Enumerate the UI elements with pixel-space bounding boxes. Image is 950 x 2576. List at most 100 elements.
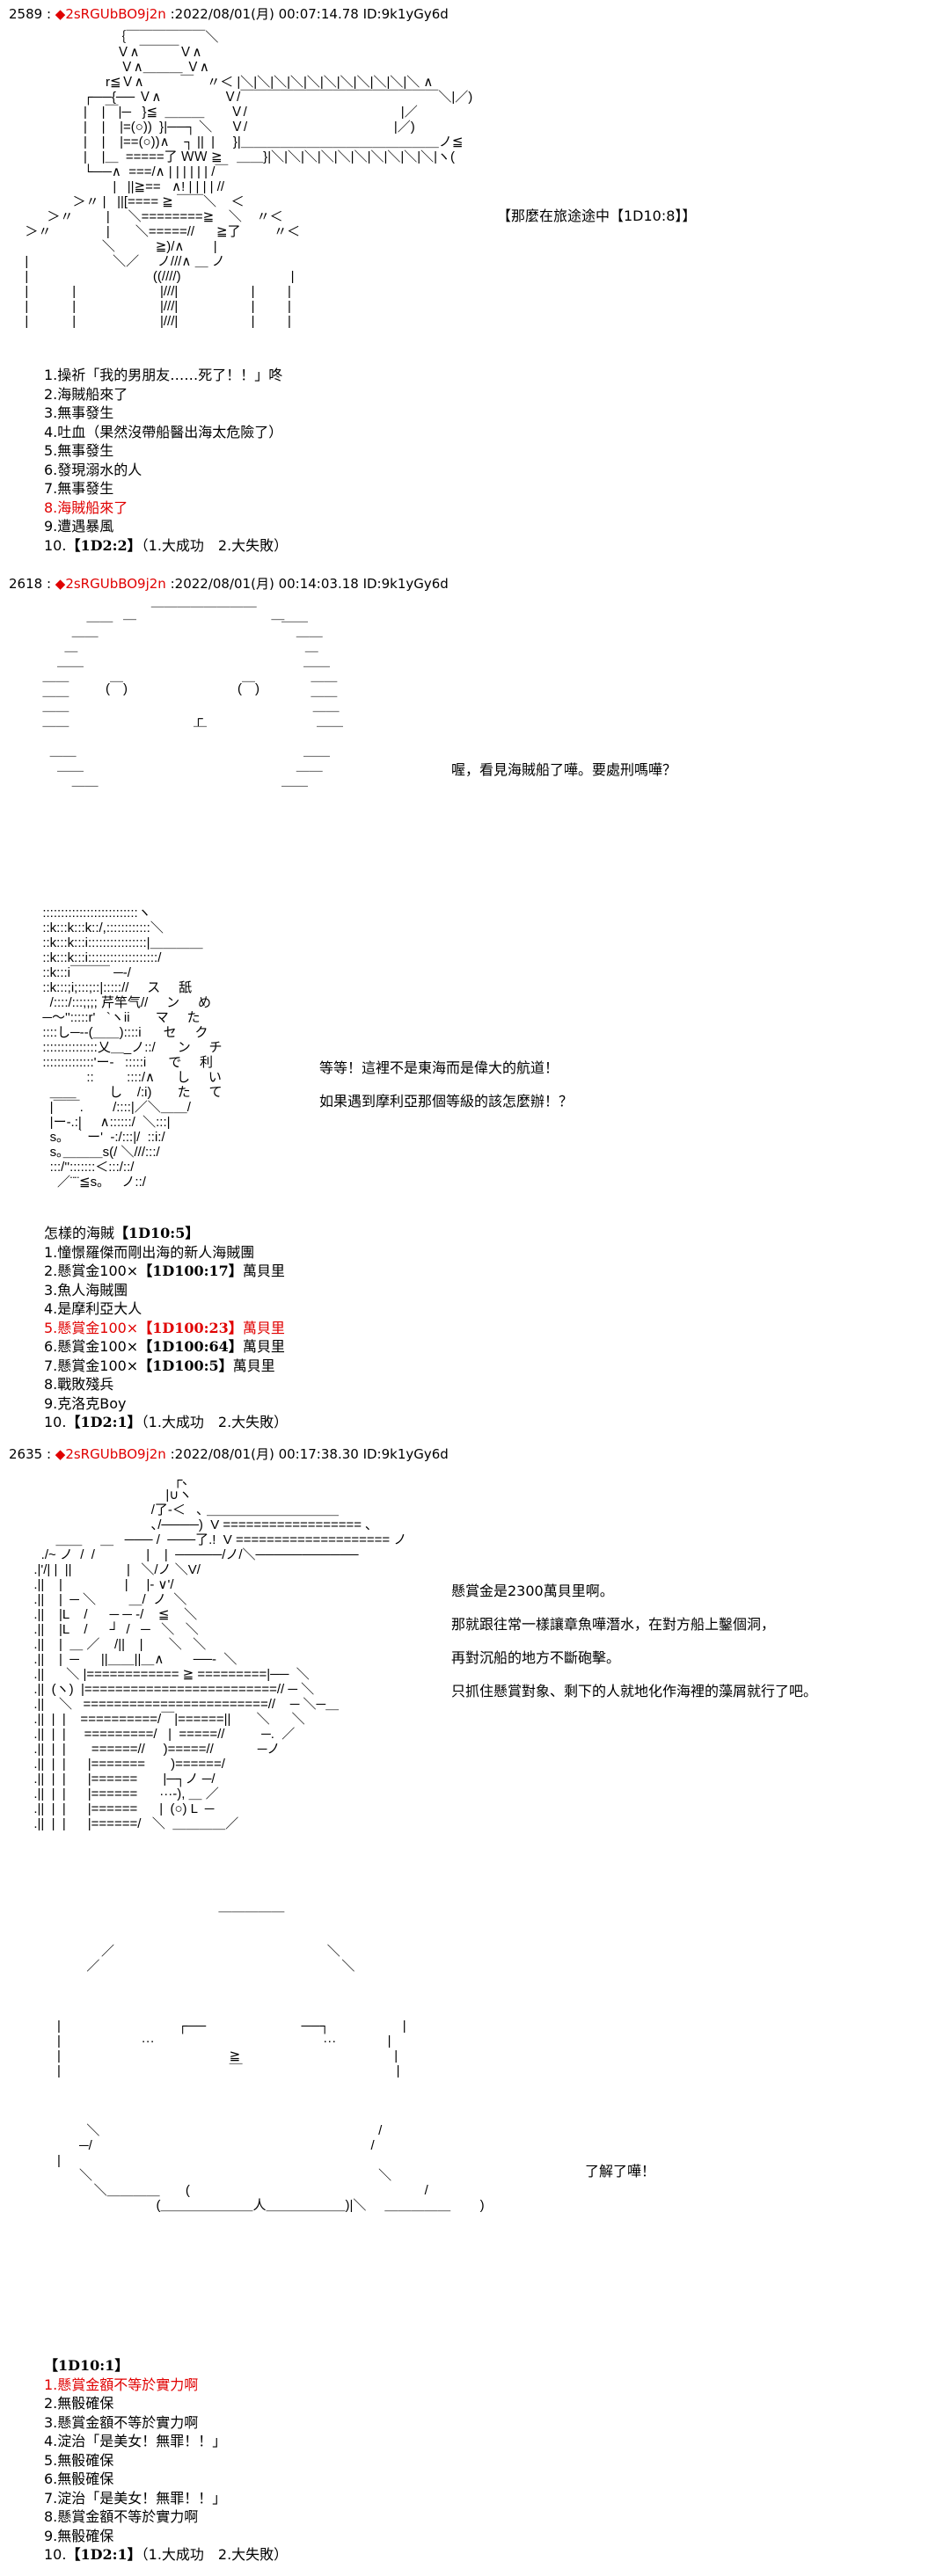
list-item: 10.【1D2:2】（1.大成功 2.大失敗）	[44, 536, 288, 556]
ascii-art-line: └──∧ ===/∧ | | | | | | /￣	[18, 164, 229, 179]
ascii-art-line: ＿＿ ＿ ─── / ───了.! V ====================…	[26, 1532, 407, 1547]
choice-text: 9.無骰確保	[44, 2527, 114, 2544]
list-item: 4.是摩利亞大人	[44, 1299, 288, 1319]
ascii-art-line: .|| | | |====== | (○) L ─	[26, 1801, 215, 1816]
choice-text: 1.操祈「我的男朋友……死了！！」咚	[44, 367, 283, 383]
ascii-art-line: ::::し─‐‐(＿＿)::::i セ ク	[35, 1025, 208, 1040]
dice-roll: 【1D100:17】	[138, 1263, 243, 1279]
ascii-art: ｛￣￣￣￣￣￣＼ Ｖ∧￣￣￣Ｖ∧ Ｖ∧＿＿＿ Ｖ∧ r≦Ｖ∧ ￣ 〃＜ |＼|＼…	[18, 30, 472, 329]
ascii-art-line: |∪ヽ	[26, 1488, 193, 1503]
choice-text: 1.懸賞金額不等於實力啊	[44, 2376, 199, 2393]
ascii-art-line: ::k:::i￣￣￣ ─-/	[35, 965, 131, 980]
ascii-art: ＿＿＿＿＿ ／ ＼ ／ ＼ |	[35, 1899, 485, 2213]
post-number: 2618	[9, 576, 43, 592]
list-item: 2.懸賞金100×【1D100:17】萬貝里	[44, 1262, 288, 1281]
list-item: 4.吐血（果然沒帶船醫出海太危險了）	[44, 423, 288, 442]
ascii-art-line: ￣￣ ￣￣	[35, 756, 331, 771]
choice-text: 6.無骰確保	[44, 2470, 114, 2487]
choice-text: （1.大成功 2.大失敗）	[141, 2546, 289, 2563]
list-item: 7.淀治「是美女！無罪！！」	[44, 2489, 288, 2508]
narration-text: 【那麼在旅途途中【1D10:8】】	[497, 207, 697, 225]
choice-text: 8.戰敗殘兵	[44, 1376, 114, 1393]
ascii-art-line: s｡＿＿＿s(/ ＼///:::/	[35, 1145, 160, 1160]
list-item: 2.海賊船來了	[44, 385, 288, 404]
trip-code[interactable]: ◆2sRGUbBO9j2n	[55, 576, 166, 592]
list-item: 7.無事發生	[44, 479, 288, 498]
ascii-art-line: .|| ＼ |============ ≧ =========|── ＼	[26, 1667, 310, 1682]
ascii-art-line: ￣￣ ￣￣	[35, 666, 331, 681]
choice-text: 7.淀治「是美女！無罪！！」	[44, 2489, 227, 2507]
ascii-art-line: | | |///| | |	[18, 299, 291, 314]
post-id[interactable]: ID:9k1yGy6d	[358, 6, 449, 22]
ascii-art-line: ＼ /	[35, 2123, 383, 2138]
ascii-art-line: ￣ ￣	[35, 651, 318, 666]
ascii-art-line: ./~ ノ / / | | ─────/ノ/＼───────────	[26, 1547, 359, 1562]
ascii-art-line: r≦Ｖ∧ ￣ 〃＜ |＼|＼|＼|＼|＼|＼|＼|＼|＼|＼|＼ ∧	[18, 75, 434, 90]
post-date: :2022/08/01(月) 00:07:14.78	[165, 6, 359, 22]
list-item: 3.懸賞金額不等於實力啊	[44, 2413, 288, 2433]
list-item: 10.【1D2:1】（1.大成功 2.大失敗）	[44, 1413, 288, 1432]
ascii-art-line: | ··· ··· |	[35, 2034, 391, 2048]
choice-text: 9.遭遇暴風	[44, 518, 114, 535]
choice-text: 4.是摩利亞大人	[44, 1300, 142, 1317]
post-id[interactable]: ID:9k1yGy6d	[358, 576, 449, 592]
choice-text: 3.魚人海賊團	[44, 1281, 128, 1299]
choice-text: 10.	[44, 536, 67, 554]
list-item: 5.無事發生	[44, 441, 288, 461]
separator: :	[42, 6, 55, 22]
ascii-art-line: .|| | | |======/ ＼ ＿＿＿＿／	[26, 1816, 239, 1831]
ascii-art-line: ＼ ≧)/∧ |	[18, 239, 217, 254]
list-item: 6.懸賞金100×【1D100:64】萬貝里	[44, 1337, 288, 1357]
list-item: 1.憧憬羅傑而剛出海的新人海賊團	[44, 1243, 288, 1263]
dialogue-text: 再對沉船的地方不斷砲擊。	[451, 1649, 621, 1667]
ascii-art-line: ─〜'':::::r' `ヽii マ た	[35, 1010, 201, 1025]
list-item: 3.無事發生	[44, 404, 288, 423]
ascii-art-line: ／ ＼	[35, 1944, 340, 1959]
choice-text: 2.懸賞金100×	[44, 1263, 139, 1279]
ascii-art-line: .|| | ─ ＼ ＿/ ノ ＼	[26, 1592, 187, 1607]
ascii-art-line: | | |=(○)) }|──┐ ＼ Ｖ/ |／)	[18, 120, 415, 135]
dice-roll: 【1D100:23】	[138, 1319, 243, 1336]
dice-roll: 【1D100:5】	[138, 1357, 233, 1374]
ascii-art-line: | | |==(○))∧ ┐ || | }|＿＿＿＿＿＿＿＿＿＿＿＿＿＿＿ノ≦	[18, 135, 464, 149]
choice-text: （1.大成功 2.大失敗）	[141, 1414, 289, 1430]
ascii-art-line: .|| | | |====== |─┐ノ ─/	[26, 1772, 216, 1786]
dice-roll: 【1D2:2】	[66, 536, 142, 554]
ascii-art-line: ::k:::;i;:::;::|:::::// ス 舐	[35, 980, 193, 995]
choice-text: 10.	[44, 2546, 67, 2563]
ascii-art-line: .|| | | ======// )=====// ─ノ	[26, 1742, 281, 1757]
post-header: 2635 : ◆2sRGUbBO9j2n :2022/08/01(月) 00:1…	[9, 1445, 449, 1463]
dice-roll: 【1D10:5】	[114, 1225, 200, 1241]
ascii-art-line: ┌､	[26, 1473, 189, 1488]
trip-code[interactable]: ◆2sRGUbBO9j2n	[55, 6, 166, 22]
dialogue-text: 懸賞金是2300萬貝里啊。	[451, 1583, 614, 1600]
ascii-art-line: ＞〃 | ||[==== ≧ ￣￣＼ ＜	[18, 194, 245, 209]
list-item: 10.【1D2:1】（1.大成功 2.大失敗）	[44, 2545, 288, 2565]
list-item: 9.克洛克Boy	[44, 1394, 288, 1414]
list-title: 【1D10:1】	[44, 2356, 288, 2376]
ascii-art-line: ::k:::k:::k::/,::::::::::::＼	[35, 921, 164, 935]
ascii-art-line: .|| | | |====== ···-), ＿ ／	[26, 1786, 219, 1801]
ascii-art-line: .|| | | ==========/￣|======|| ＼ ＼	[26, 1712, 305, 1727]
list-item: 5.懸賞金100×【1D100:23】萬貝里	[44, 1319, 288, 1338]
ascii-art-line: ＿＿＿＿＿	[35, 1899, 285, 1914]
choice-text: 3.懸賞金額不等於實力啊	[44, 2413, 199, 2431]
choice-text: 8.懸賞金額不等於實力啊	[44, 2508, 199, 2525]
list-item: 6.發現溺水的人	[44, 461, 288, 480]
list-item: 6.無骰確保	[44, 2470, 288, 2489]
post-date: :2022/08/01(月) 00:14:03.18	[165, 576, 359, 592]
ascii-art-line: ::k:::k:::i::::::::::::::::|＿＿＿＿	[35, 935, 203, 950]
ascii-art-line: ::::::::::::::'ー- :::::i で 利	[35, 1055, 214, 1070]
post-id[interactable]: ID:9k1yGy6d	[358, 1446, 449, 1462]
ascii-art-line: ､/────) V ================== ､	[26, 1517, 372, 1532]
ascii-art-line: /了-＜ ､ ＿＿＿＿＿＿＿＿＿＿	[26, 1503, 340, 1517]
ascii-art-line: .|| | | =========/ | =====// ─. ／	[26, 1727, 296, 1742]
choice-text: 萬貝里	[242, 1319, 285, 1336]
list-item: 8.戰敗殘兵	[44, 1375, 288, 1394]
trip-code[interactable]: ◆2sRGUbBO9j2n	[55, 1446, 166, 1462]
dialogue-text: 那就跟往常一樣讓章魚嘩潛水，在對方船上鑿個洞，	[451, 1616, 776, 1634]
ascii-art-line: .|| |L / ┘ / ─ ＼ ＼	[26, 1622, 199, 1637]
ascii-art-line: | ┌── ──┐ |	[35, 2019, 406, 2034]
separator: :	[42, 576, 55, 592]
